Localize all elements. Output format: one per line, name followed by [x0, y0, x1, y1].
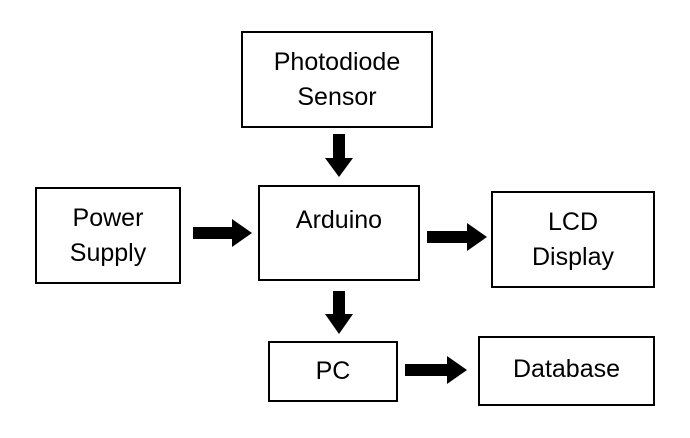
lcd-label-line2: Display	[532, 242, 614, 271]
photodiode-label-line1: Photodiode	[273, 47, 401, 76]
pc-block: PC	[268, 341, 398, 402]
arduino-block: Arduino	[258, 185, 420, 281]
arrow-arduino-to-lcd	[427, 223, 487, 251]
arduino-label: Arduino	[295, 206, 383, 234]
arrow-arduino-to-pc	[325, 291, 353, 334]
photodiode-sensor-block: Photodiode Sensor	[241, 31, 433, 128]
arrow-pc-to-database	[405, 356, 467, 384]
power-label-line1: Power	[72, 203, 144, 232]
power-label-line2: Supply	[69, 238, 147, 267]
arrow-power-to-arduino	[193, 219, 252, 247]
lcd-display-block: LCD Display	[491, 191, 655, 288]
photodiode-label-line2: Sensor	[297, 82, 377, 111]
lcd-label-line1: LCD	[547, 207, 598, 236]
database-label: Database	[512, 355, 621, 383]
arrow-photodiode-to-arduino	[325, 134, 353, 177]
pc-label: PC	[315, 357, 351, 385]
power-supply-block: Power Supply	[35, 187, 181, 284]
database-block: Database	[478, 336, 655, 406]
